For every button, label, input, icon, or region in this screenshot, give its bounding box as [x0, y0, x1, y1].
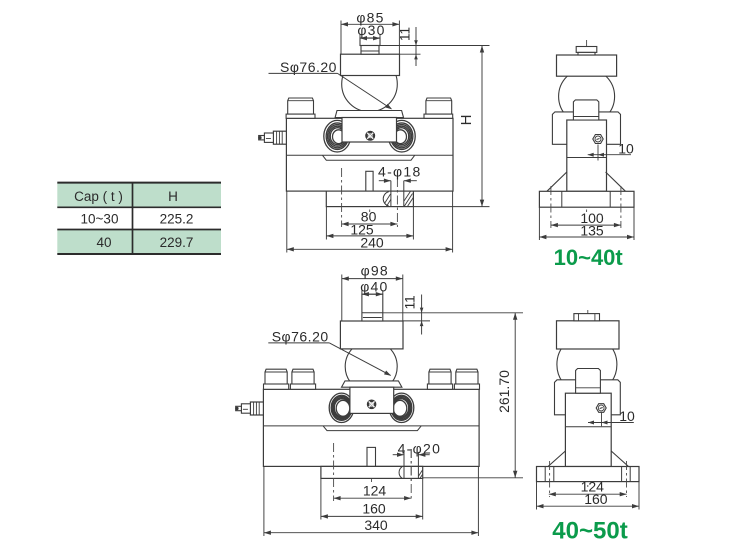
- svg-text:160: 160: [584, 491, 608, 507]
- svg-text:261.70: 261.70: [496, 370, 512, 413]
- svg-text:φ30: φ30: [357, 22, 385, 38]
- svg-text:H: H: [168, 189, 178, 204]
- svg-text:124: 124: [581, 478, 605, 494]
- svg-text:11: 11: [403, 295, 418, 309]
- svg-text:Cap ( t ): Cap ( t ): [74, 189, 123, 204]
- svg-text:340: 340: [364, 517, 388, 533]
- svg-text:80: 80: [361, 209, 377, 225]
- svg-text:Sφ76.20: Sφ76.20: [272, 329, 329, 345]
- svg-text:Sφ76.20: Sφ76.20: [280, 59, 337, 75]
- svg-text:10: 10: [619, 408, 635, 424]
- svg-text:40: 40: [96, 235, 111, 250]
- svg-text:240: 240: [360, 235, 384, 251]
- svg-text:4-φ20: 4-φ20: [398, 440, 442, 456]
- svg-text:125: 125: [350, 221, 374, 237]
- svg-text:160: 160: [362, 501, 386, 517]
- svg-text:40~50t: 40~50t: [552, 518, 627, 545]
- svg-text:100: 100: [580, 210, 604, 226]
- svg-text:4-φ18: 4-φ18: [378, 164, 422, 180]
- svg-text:10~40t: 10~40t: [554, 245, 624, 270]
- svg-text:φ85: φ85: [356, 9, 384, 25]
- svg-text:11: 11: [398, 27, 413, 41]
- svg-text:135: 135: [580, 222, 604, 238]
- svg-text:φ98: φ98: [361, 263, 389, 279]
- svg-text:H: H: [458, 115, 475, 126]
- svg-text:124: 124: [363, 482, 387, 498]
- svg-text:10: 10: [618, 141, 634, 157]
- svg-text:229.7: 229.7: [160, 235, 194, 250]
- svg-text:10~30: 10~30: [81, 211, 119, 226]
- svg-text:225.2: 225.2: [160, 211, 194, 226]
- svg-text:φ40: φ40: [360, 278, 388, 294]
